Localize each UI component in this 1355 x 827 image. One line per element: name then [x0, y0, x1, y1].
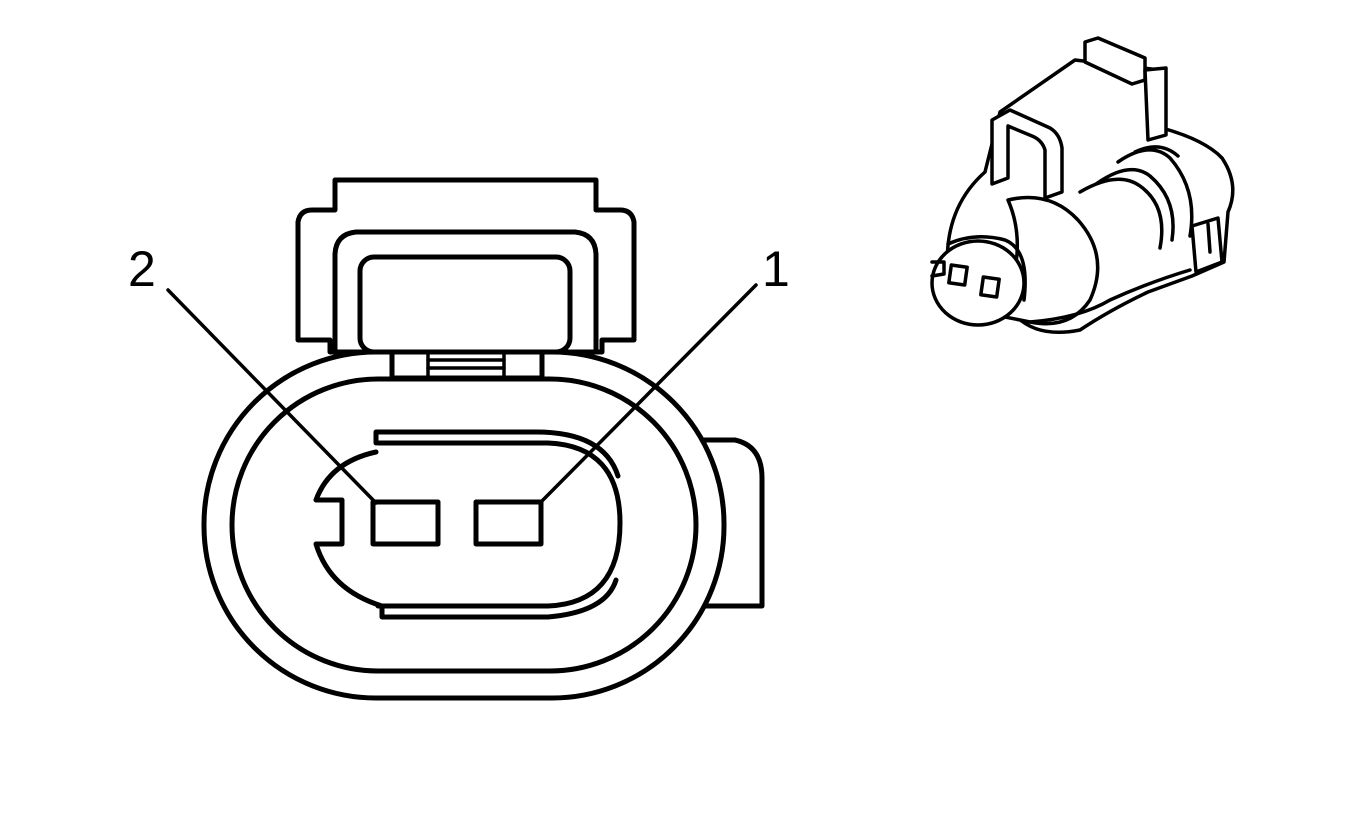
pin-label-1: 1 — [762, 241, 790, 297]
iso-bottom-flange — [1028, 268, 1192, 324]
terminal-pin-1 — [473, 499, 544, 547]
iso-latch-arm — [1143, 66, 1168, 142]
lock-arm — [332, 229, 599, 355]
terminal-cavity — [375, 440, 623, 609]
iso-plug-face — [930, 239, 1026, 327]
iso-lock-frame — [990, 108, 1064, 200]
pin-1-leader — [538, 283, 758, 505]
iso-plug-key — [930, 260, 946, 278]
housing-outer — [201, 349, 727, 701]
lock-ribs — [426, 350, 506, 380]
pin-label-2: 2 — [128, 241, 156, 297]
iso-terminal-2 — [947, 263, 969, 287]
top-lock-tab — [295, 177, 637, 355]
terminal-pin-2 — [370, 499, 441, 547]
iso-terminal-1 — [979, 275, 1001, 299]
iso-side-tab-slot — [1206, 222, 1212, 254]
connector-isometric-view — [930, 36, 1235, 334]
iso-plug-shroud — [946, 235, 1027, 302]
cavity-outline — [313, 429, 621, 620]
lock-rib-block — [389, 349, 545, 381]
pin-2-leader — [166, 288, 378, 505]
iso-side-tab — [1190, 216, 1224, 274]
iso-ribs — [1078, 145, 1194, 250]
connector-face-view: 2 1 — [128, 177, 790, 701]
